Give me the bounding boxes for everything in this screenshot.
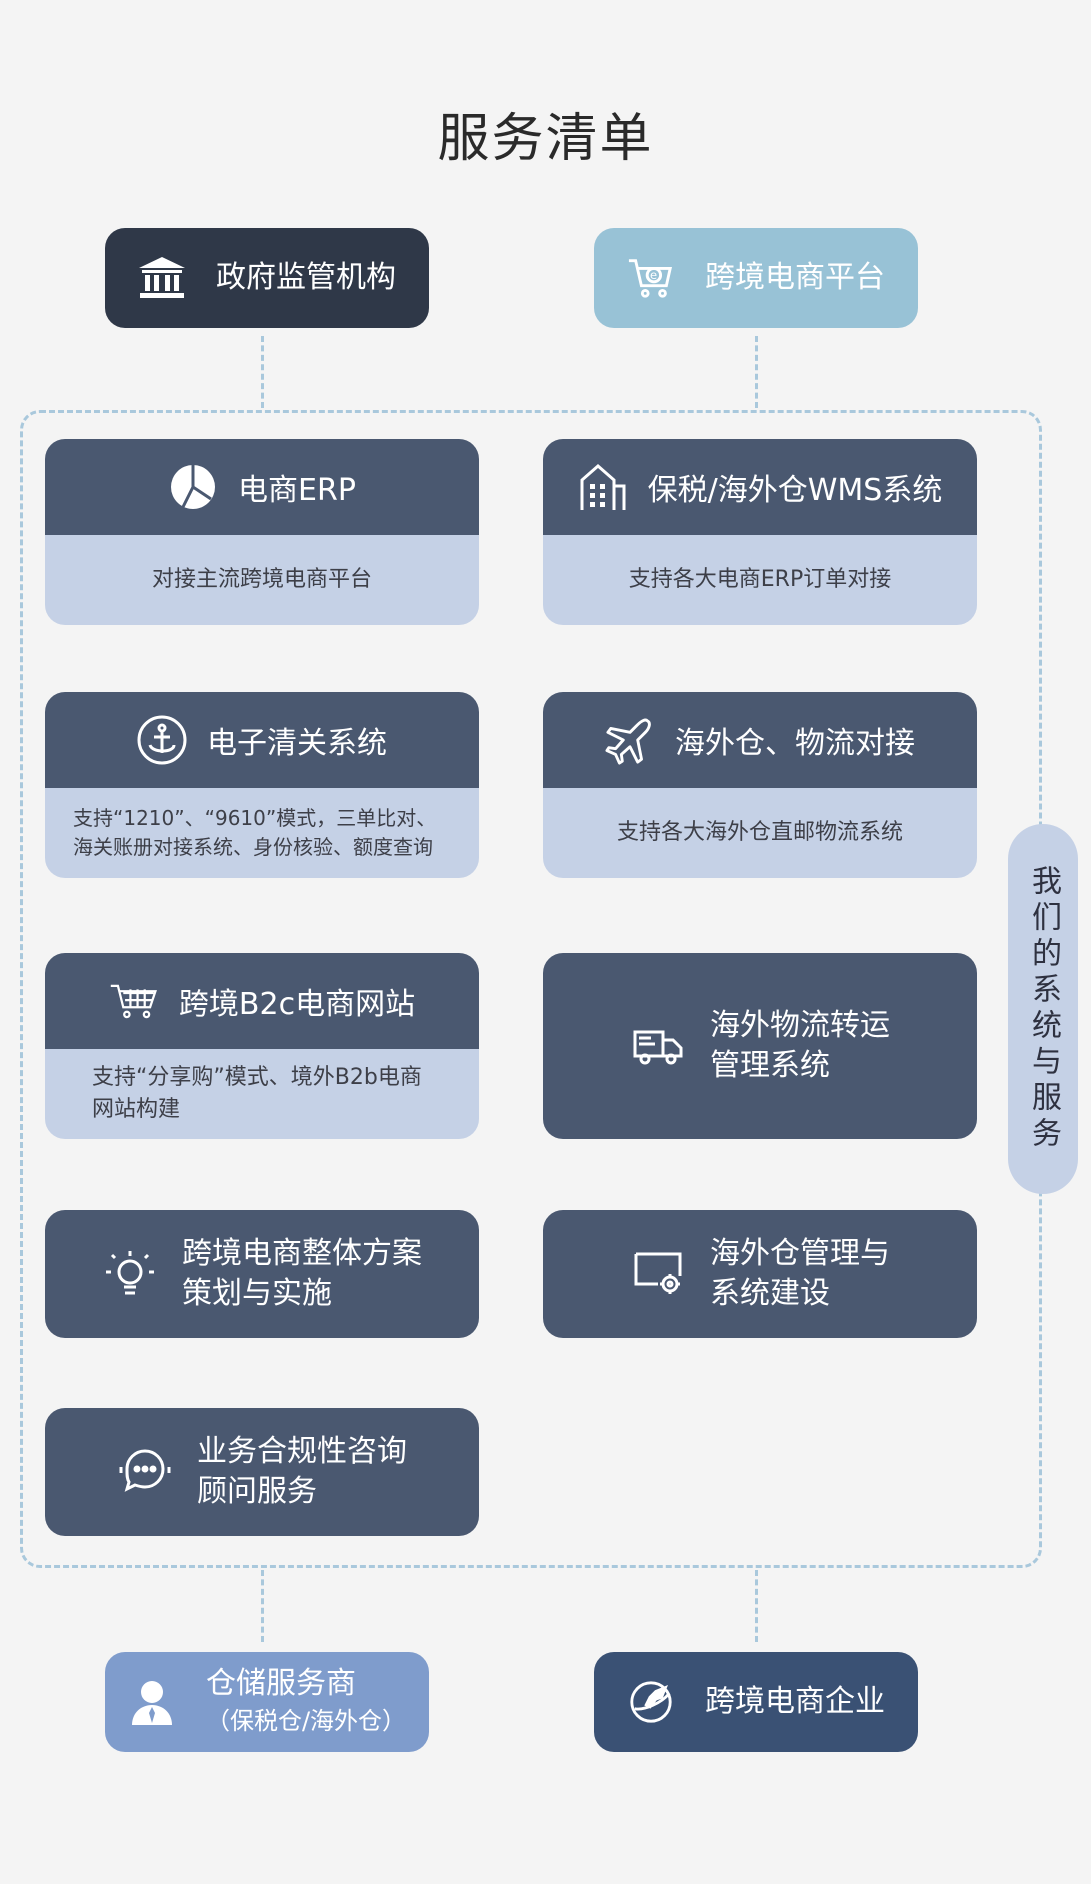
ecommerce-enterprise-pill: 跨境电商企业 [594, 1652, 918, 1752]
connector-line [755, 1570, 758, 1642]
warehouse-provider-label: 仓储服务商 [205, 1666, 356, 1701]
solid-line2: 管理系统 [710, 1048, 830, 1083]
card-title: 保税/海外仓WMS系统 [647, 473, 943, 508]
service-card-logistics-link: 海外仓、物流对接 支持各大海外仓直邮物流系统 [543, 692, 977, 878]
lightbulb-icon [102, 1246, 158, 1302]
svg-text:e: e [650, 268, 657, 282]
card-desc: 支持“分享购”模式、境外B2b电商网站构建 [92, 1065, 422, 1122]
connector-line [261, 336, 264, 408]
card-title: 电子清关系统 [207, 726, 387, 761]
card-desc: 支持各大电商ERP订单对接 [628, 567, 892, 593]
ecommerce-platform-label: 跨境电商平台 [705, 260, 885, 295]
truck-icon [630, 1018, 686, 1074]
warehouse-provider-pill: 仓储服务商 （保税仓/海外仓） [105, 1652, 429, 1752]
solid-line1: 业务合规性咨询 [197, 1433, 407, 1469]
connector-line [261, 1570, 264, 1642]
service-card-compliance: 业务合规性咨询顾问服务 [45, 1408, 479, 1536]
card-title: 海外仓、物流对接 [675, 726, 915, 761]
shopping-cart-icon: e [627, 254, 675, 302]
government-agency-label: 政府监管机构 [216, 260, 396, 295]
monitor-gear-icon [630, 1246, 686, 1302]
service-card-warehouse-mgmt: 海外仓管理与系统建设 [543, 1210, 977, 1338]
service-card-transshipment: 海外物流转运管理系统 [543, 953, 977, 1139]
ecommerce-platform-pill: e 跨境电商平台 [594, 228, 918, 328]
pie-chart-icon [168, 462, 218, 512]
solid-line1: 海外仓管理与 [710, 1235, 890, 1271]
building-icon [578, 462, 628, 512]
government-agency-pill: 政府监管机构 [105, 228, 429, 328]
ecommerce-enterprise-label: 跨境电商企业 [705, 1684, 885, 1719]
chat-bubble-icon [117, 1444, 173, 1500]
solid-line1: 海外物流转运 [710, 1007, 890, 1043]
card-title: 电商ERP [238, 473, 356, 508]
warehouse-provider-sublabel: （保税仓/海外仓） [205, 1707, 407, 1735]
service-card-b2c-site: 跨境B2c电商网站 支持“分享购”模式、境外B2b电商网站构建 [45, 953, 479, 1139]
solid-line2: 顾问服务 [197, 1474, 317, 1509]
solid-line1: 跨境电商整体方案 [182, 1235, 422, 1271]
solid-line2: 系统建设 [710, 1276, 830, 1311]
service-card-overall-plan: 跨境电商整体方案策划与实施 [45, 1210, 479, 1338]
anchor-icon [137, 715, 187, 765]
page-title: 服务清单 [437, 109, 654, 169]
solid-line2: 策划与实施 [182, 1276, 332, 1311]
service-card-erp: 电商ERP 对接主流跨境电商平台 [45, 439, 479, 625]
card-desc: 对接主流跨境电商平台 [151, 567, 372, 593]
systems-services-label: 我们的系统与服务 [1008, 824, 1078, 1194]
cart-icon [109, 976, 159, 1026]
connector-line [755, 336, 758, 408]
card-desc: 支持“1210”、“9610”模式，三单比对、海关账册对接系统、身份核验、额度查… [73, 806, 437, 859]
person-icon [128, 1678, 176, 1726]
bank-icon [138, 254, 186, 302]
card-title: 跨境B2c电商网站 [178, 987, 416, 1022]
globe-plane-icon [627, 1678, 675, 1726]
service-card-wms: 保税/海外仓WMS系统 支持各大电商ERP订单对接 [543, 439, 977, 625]
card-desc: 支持各大海外仓直邮物流系统 [616, 820, 903, 846]
service-card-customs: 电子清关系统 支持“1210”、“9610”模式，三单比对、海关账册对接系统、身… [45, 692, 479, 878]
airplane-icon [605, 715, 655, 765]
